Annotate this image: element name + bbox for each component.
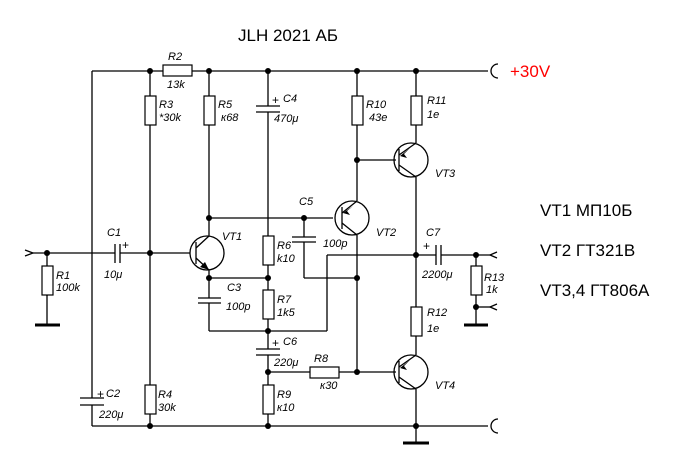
output-ground-terminal — [488, 303, 498, 311]
transistor-vt1 — [189, 235, 225, 271]
junction — [265, 275, 271, 281]
c7-value: 2200μ — [421, 269, 453, 281]
vt4-label: VT4 — [435, 380, 455, 392]
r1-name: R1 — [56, 270, 70, 282]
c6-value: 220μ — [273, 357, 298, 369]
r5-name: R5 — [218, 99, 233, 111]
transistor-vt2 — [334, 200, 370, 236]
c3-name: C3 — [227, 282, 242, 294]
c2-plus: + — [97, 387, 104, 401]
resistor-r11 — [410, 95, 423, 126]
supply-voltage-label: +30V — [510, 62, 551, 81]
r13-value: 1k — [486, 284, 498, 296]
r13-name: R13 — [484, 272, 505, 284]
r2-name: R2 — [168, 51, 182, 63]
r1-value: 100k — [56, 282, 80, 294]
resistor-r2 — [162, 64, 193, 77]
r12-value: 1e — [427, 323, 439, 335]
r10-name: R10 — [366, 99, 387, 111]
r6-name: R6 — [277, 240, 292, 252]
resistor-r12 — [410, 306, 423, 337]
resistor-r1 — [41, 265, 54, 296]
junction — [265, 423, 271, 429]
resistor-r9 — [262, 384, 275, 415]
output-terminal — [488, 251, 498, 259]
c5-value: 100p — [323, 238, 347, 250]
transistor-vt3 — [393, 142, 429, 178]
resistor-r5 — [203, 95, 216, 126]
c1-plus: + — [122, 238, 129, 252]
c6-name: C6 — [283, 336, 298, 348]
vt2-label: VT2 — [376, 227, 396, 239]
resistor-r10 — [351, 95, 364, 126]
r8-value: к30 — [320, 380, 338, 392]
c4-plus: + — [272, 93, 279, 107]
r6-value: k10 — [277, 253, 296, 265]
r12-name: R12 — [427, 307, 447, 319]
c2-value: 220μ — [98, 409, 123, 421]
c3-value: 100p — [226, 301, 250, 313]
c5-name: C5 — [299, 196, 314, 208]
resistor-r13 — [470, 265, 483, 296]
c4-value: 470μ — [274, 113, 298, 125]
r2-value: 13k — [167, 79, 185, 91]
r3-value: *30k — [159, 112, 182, 124]
schematic-title: JLH 2021 АБ — [238, 26, 338, 45]
junction — [413, 423, 419, 429]
vt1-label: VT1 — [222, 231, 242, 243]
r4-value: 30k — [158, 402, 176, 414]
r7-name: R7 — [277, 294, 292, 306]
input-terminal — [24, 249, 35, 257]
supply-terminal — [490, 63, 499, 79]
vt3-label: VT3 — [435, 168, 456, 180]
c6-plus: + — [272, 336, 279, 350]
r5-value: к68 — [221, 112, 239, 124]
resistor-r4 — [144, 384, 157, 415]
r11-value: 1e — [427, 109, 439, 121]
resistor-r8 — [309, 366, 340, 379]
resistor-r6 — [262, 235, 275, 266]
ground-terminal — [490, 418, 499, 434]
r7-value: 1k5 — [277, 307, 296, 319]
parts-list-vt34: VT3,4 ГТ806А — [540, 281, 650, 300]
r9-value: к10 — [277, 402, 295, 414]
c2-name: C2 — [106, 388, 120, 400]
junction — [147, 423, 153, 429]
c4-name: C4 — [283, 93, 297, 105]
c1-name: C1 — [107, 227, 121, 239]
c7-name: C7 — [426, 227, 441, 239]
r11-name: R11 — [427, 95, 446, 107]
r8-name: R8 — [314, 353, 329, 365]
resistor-r7 — [262, 289, 275, 320]
parts-list-vt2: VT2 ГТ321В — [540, 241, 635, 260]
r4-name: R4 — [158, 389, 172, 401]
junction — [147, 250, 153, 256]
parts-list-vt1: VT1 МП10Б — [540, 201, 632, 220]
r10-value: 43e — [369, 112, 387, 124]
r9-name: R9 — [277, 389, 291, 401]
r3-name: R3 — [159, 99, 174, 111]
transistor-vt4 — [393, 354, 429, 390]
c7-plus: + — [423, 239, 430, 253]
resistor-r3 — [144, 95, 157, 126]
c1-value: 10μ — [104, 269, 122, 281]
